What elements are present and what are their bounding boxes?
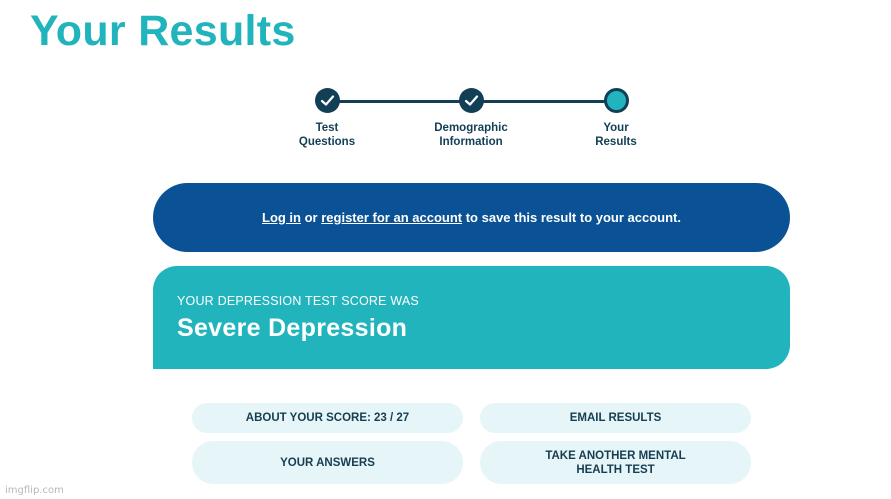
page-title: Your Results	[30, 7, 296, 55]
take-another-test-button[interactable]: TAKE ANOTHER MENTAL HEALTH TEST	[480, 441, 751, 484]
your-answers-button[interactable]: YOUR ANSWERS	[192, 441, 463, 484]
save-result-text: to save this result to your account.	[462, 210, 681, 225]
result-card: YOUR DEPRESSION TEST SCORE WAS Severe De…	[153, 266, 790, 369]
check-icon	[458, 88, 484, 113]
login-link[interactable]: Log in	[262, 210, 301, 225]
email-results-button[interactable]: EMAIL RESULTS	[480, 403, 751, 433]
step-demographic-information: Demographic Information	[414, 88, 528, 149]
step-test-questions: Test Questions	[270, 88, 384, 149]
register-link[interactable]: register for an account	[321, 210, 463, 225]
progress-stepper: Test Questions Demographic Information Y…	[270, 88, 690, 158]
step-your-results: Your Results	[559, 88, 673, 149]
result-kicker: YOUR DEPRESSION TEST SCORE WAS	[177, 294, 419, 308]
check-icon	[314, 88, 340, 113]
about-score-button[interactable]: ABOUT YOUR SCORE: 23 / 27	[192, 403, 463, 433]
login-banner: Log in or register for an account to sav…	[153, 183, 790, 252]
step-label: Demographic Information	[434, 122, 508, 148]
result-severity: Severe Depression	[177, 314, 408, 342]
stepper-connector	[471, 100, 616, 103]
step-label: Test Questions	[298, 122, 356, 148]
step-label: Your Results	[595, 122, 637, 148]
watermark: imgflip.com	[5, 485, 64, 496]
stepper-connector	[327, 100, 471, 103]
current-step-indicator	[603, 88, 629, 113]
or-text: or	[301, 210, 322, 225]
